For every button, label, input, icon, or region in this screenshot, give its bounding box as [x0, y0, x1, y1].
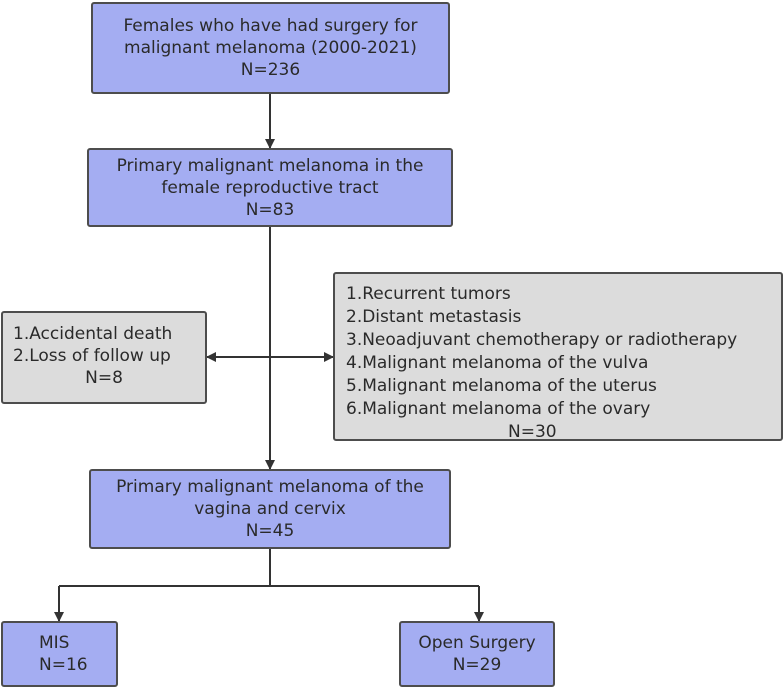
box-primary-tract-line-2: female reproductive tract [161, 177, 379, 198]
box-primary-tract-line-1: Primary malignant melanoma in the [116, 155, 424, 176]
box-excluded-left: 1.Accidental death 2.Loss of follow up N… [1, 311, 207, 404]
excluded-right-reason-2: 2.Distant metastasis [346, 307, 522, 327]
box-mis: MIS N=16 [1, 621, 118, 687]
box-all-surgery-line-2: malignant melanoma (2000-2021) [124, 38, 417, 58]
box-primary-tract-count: N=83 [245, 199, 295, 220]
excluded-left-count: N=8 [85, 368, 123, 388]
box-mis-count: N=16 [39, 655, 88, 675]
box-primary-tract: Primary malignant melanoma in the female… [87, 148, 453, 227]
box-vagina-cervix-line-1: Primary malignant melanoma of the [116, 477, 424, 497]
excluded-right-reason-6: 6.Malignant melanoma of the ovary [346, 399, 651, 419]
box-all-surgery-count: N=236 [240, 60, 301, 80]
box-vagina-cervix: Primary malignant melanoma of the vagina… [89, 469, 451, 549]
box-mis-label: MIS [39, 633, 70, 653]
box-all-surgery-line-1: Females who have had surgery for [123, 16, 418, 36]
excluded-right-reason-5: 5.Malignant melanoma of the uterus [346, 376, 657, 396]
box-vagina-cervix-line-2: vagina and cervix [194, 499, 346, 519]
excluded-left-reason-1: 1.Accidental death [13, 324, 173, 344]
excluded-right-reason-1: 1.Recurrent tumors [346, 284, 511, 304]
excluded-left-reason-2: 2.Loss of follow up [13, 346, 171, 366]
box-excluded-right: 1.Recurrent tumors 2.Distant metastasis … [333, 272, 783, 442]
box-open-surgery: Open Surgery N=29 [399, 621, 555, 687]
box-vagina-cervix-count: N=45 [245, 521, 295, 541]
excluded-right-count: N=30 [508, 422, 557, 442]
excluded-right-reason-3: 3.Neoadjuvant chemotherapy or radiothera… [346, 330, 738, 350]
excluded-right-reason-4: 4.Malignant melanoma of the vulva [346, 353, 649, 373]
box-open-surgery-count: N=29 [452, 655, 502, 675]
box-all-surgery: Females who have had surgery for maligna… [91, 2, 450, 94]
box-open-surgery-label: Open Surgery [418, 633, 536, 653]
